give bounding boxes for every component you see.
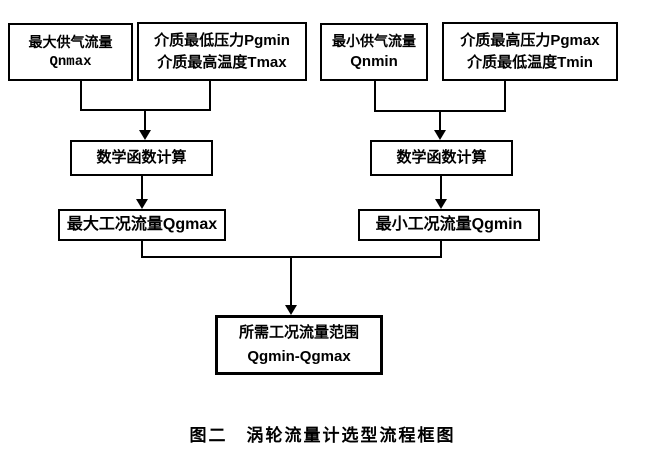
connector-line (504, 80, 506, 112)
figure-caption: 图二 涡轮流量计选型流程框图 (189, 426, 456, 445)
connector-line (141, 256, 442, 258)
arrow-down-icon (139, 130, 151, 140)
connector-line (144, 111, 146, 131)
connector-line (374, 110, 506, 112)
node-math-calc-left: 数学函数计算 (70, 140, 213, 176)
arrow-down-icon (435, 199, 447, 209)
node-label: 最小供气流量 (332, 32, 416, 49)
node-label: 介质最低压力Pgmin (154, 31, 290, 49)
node-min-supply-flow: 最小供气流量 Qnmin (320, 23, 428, 81)
connector-line (80, 80, 82, 111)
connector-line (209, 80, 211, 111)
node-label: 最小工况流量Qgmin (375, 216, 523, 234)
node-symbol: Qnmin (350, 53, 398, 71)
node-required-flow-range: 所需工况流量范围 Qgmin-Qgmax (215, 315, 383, 375)
arrow-down-icon (285, 305, 297, 315)
connector-line (374, 80, 376, 112)
connector-line (141, 176, 143, 200)
node-label: 介质最高压力Pgmax (460, 31, 600, 49)
node-label: 介质最低温度Tmin (467, 53, 593, 71)
node-label: 最大工况流量Qgmax (66, 216, 218, 234)
node-label: 数学函数计算 (396, 149, 487, 167)
connector-line (290, 258, 292, 306)
node-symbol: Qgmin-Qgmax (247, 348, 351, 365)
node-label: 介质最高温度Tmax (157, 53, 287, 71)
arrow-down-icon (136, 199, 148, 209)
connector-line (440, 241, 442, 258)
node-min-working-flow: 最小工况流量Qgmin (358, 209, 540, 241)
node-symbol: Qnmax (49, 54, 92, 70)
node-max-working-flow: 最大工况流量Qgmax (58, 209, 226, 241)
node-max-pressure-min-temp: 介质最高压力Pgmax 介质最低温度Tmin (442, 22, 618, 81)
node-max-supply-flow: 最大供气流量 Qnmax (8, 23, 133, 81)
arrow-down-icon (434, 130, 446, 140)
node-label: 数学函数计算 (96, 149, 187, 167)
connector-line (440, 176, 442, 200)
connector-line (80, 109, 211, 111)
node-label: 所需工况流量范围 (238, 324, 359, 341)
node-math-calc-right: 数学函数计算 (370, 140, 513, 176)
node-label: 最大供气流量 (28, 33, 113, 50)
node-min-pressure-max-temp: 介质最低压力Pgmin 介质最高温度Tmax (137, 22, 307, 81)
connector-line (141, 241, 143, 258)
connector-line (439, 112, 441, 131)
